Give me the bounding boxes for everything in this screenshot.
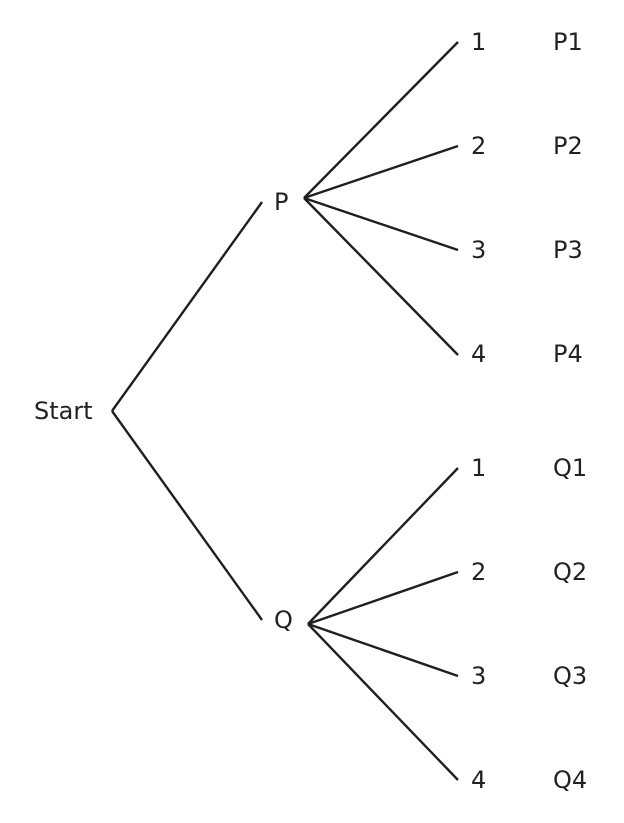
- node-q-child-4-label: 4: [471, 766, 486, 794]
- branch-q-to-3: [307, 622, 459, 678]
- branch-q-to-4: [307, 623, 459, 781]
- node-q-label: Q: [274, 606, 293, 634]
- branch-q-to-2: [307, 570, 459, 626]
- node-p-child-2-label: 2: [471, 132, 486, 160]
- node-p-child-4-label: 4: [471, 340, 486, 368]
- branch-p-to-2: [303, 144, 459, 200]
- branch-p-to-3: [303, 196, 459, 252]
- node-p-child-3-label: 3: [471, 236, 486, 264]
- node-q-child-1-label: 1: [471, 454, 486, 482]
- outcome-q1: Q1: [553, 454, 587, 482]
- outcome-q3: Q3: [553, 662, 587, 690]
- outcome-q4: Q4: [553, 766, 587, 794]
- outcome-p3: P3: [553, 236, 583, 264]
- node-q-child-2-label: 2: [471, 558, 486, 586]
- node-p-child-1-label: 1: [471, 28, 486, 56]
- branch-q-to-1: [307, 467, 459, 625]
- node-p-label: P: [274, 188, 288, 216]
- outcome-p1: P1: [553, 28, 583, 56]
- outcome-p4: P4: [553, 340, 583, 368]
- branch-p-to-1: [303, 41, 459, 199]
- outcome-p2: P2: [553, 132, 583, 160]
- outcome-q2: Q2: [553, 558, 587, 586]
- branch-start-to-p: [111, 201, 263, 412]
- root-node-label: Start: [34, 397, 93, 425]
- branch-start-to-q: [111, 410, 263, 621]
- branch-p-to-4: [303, 197, 459, 356]
- node-q-child-3-label: 3: [471, 662, 486, 690]
